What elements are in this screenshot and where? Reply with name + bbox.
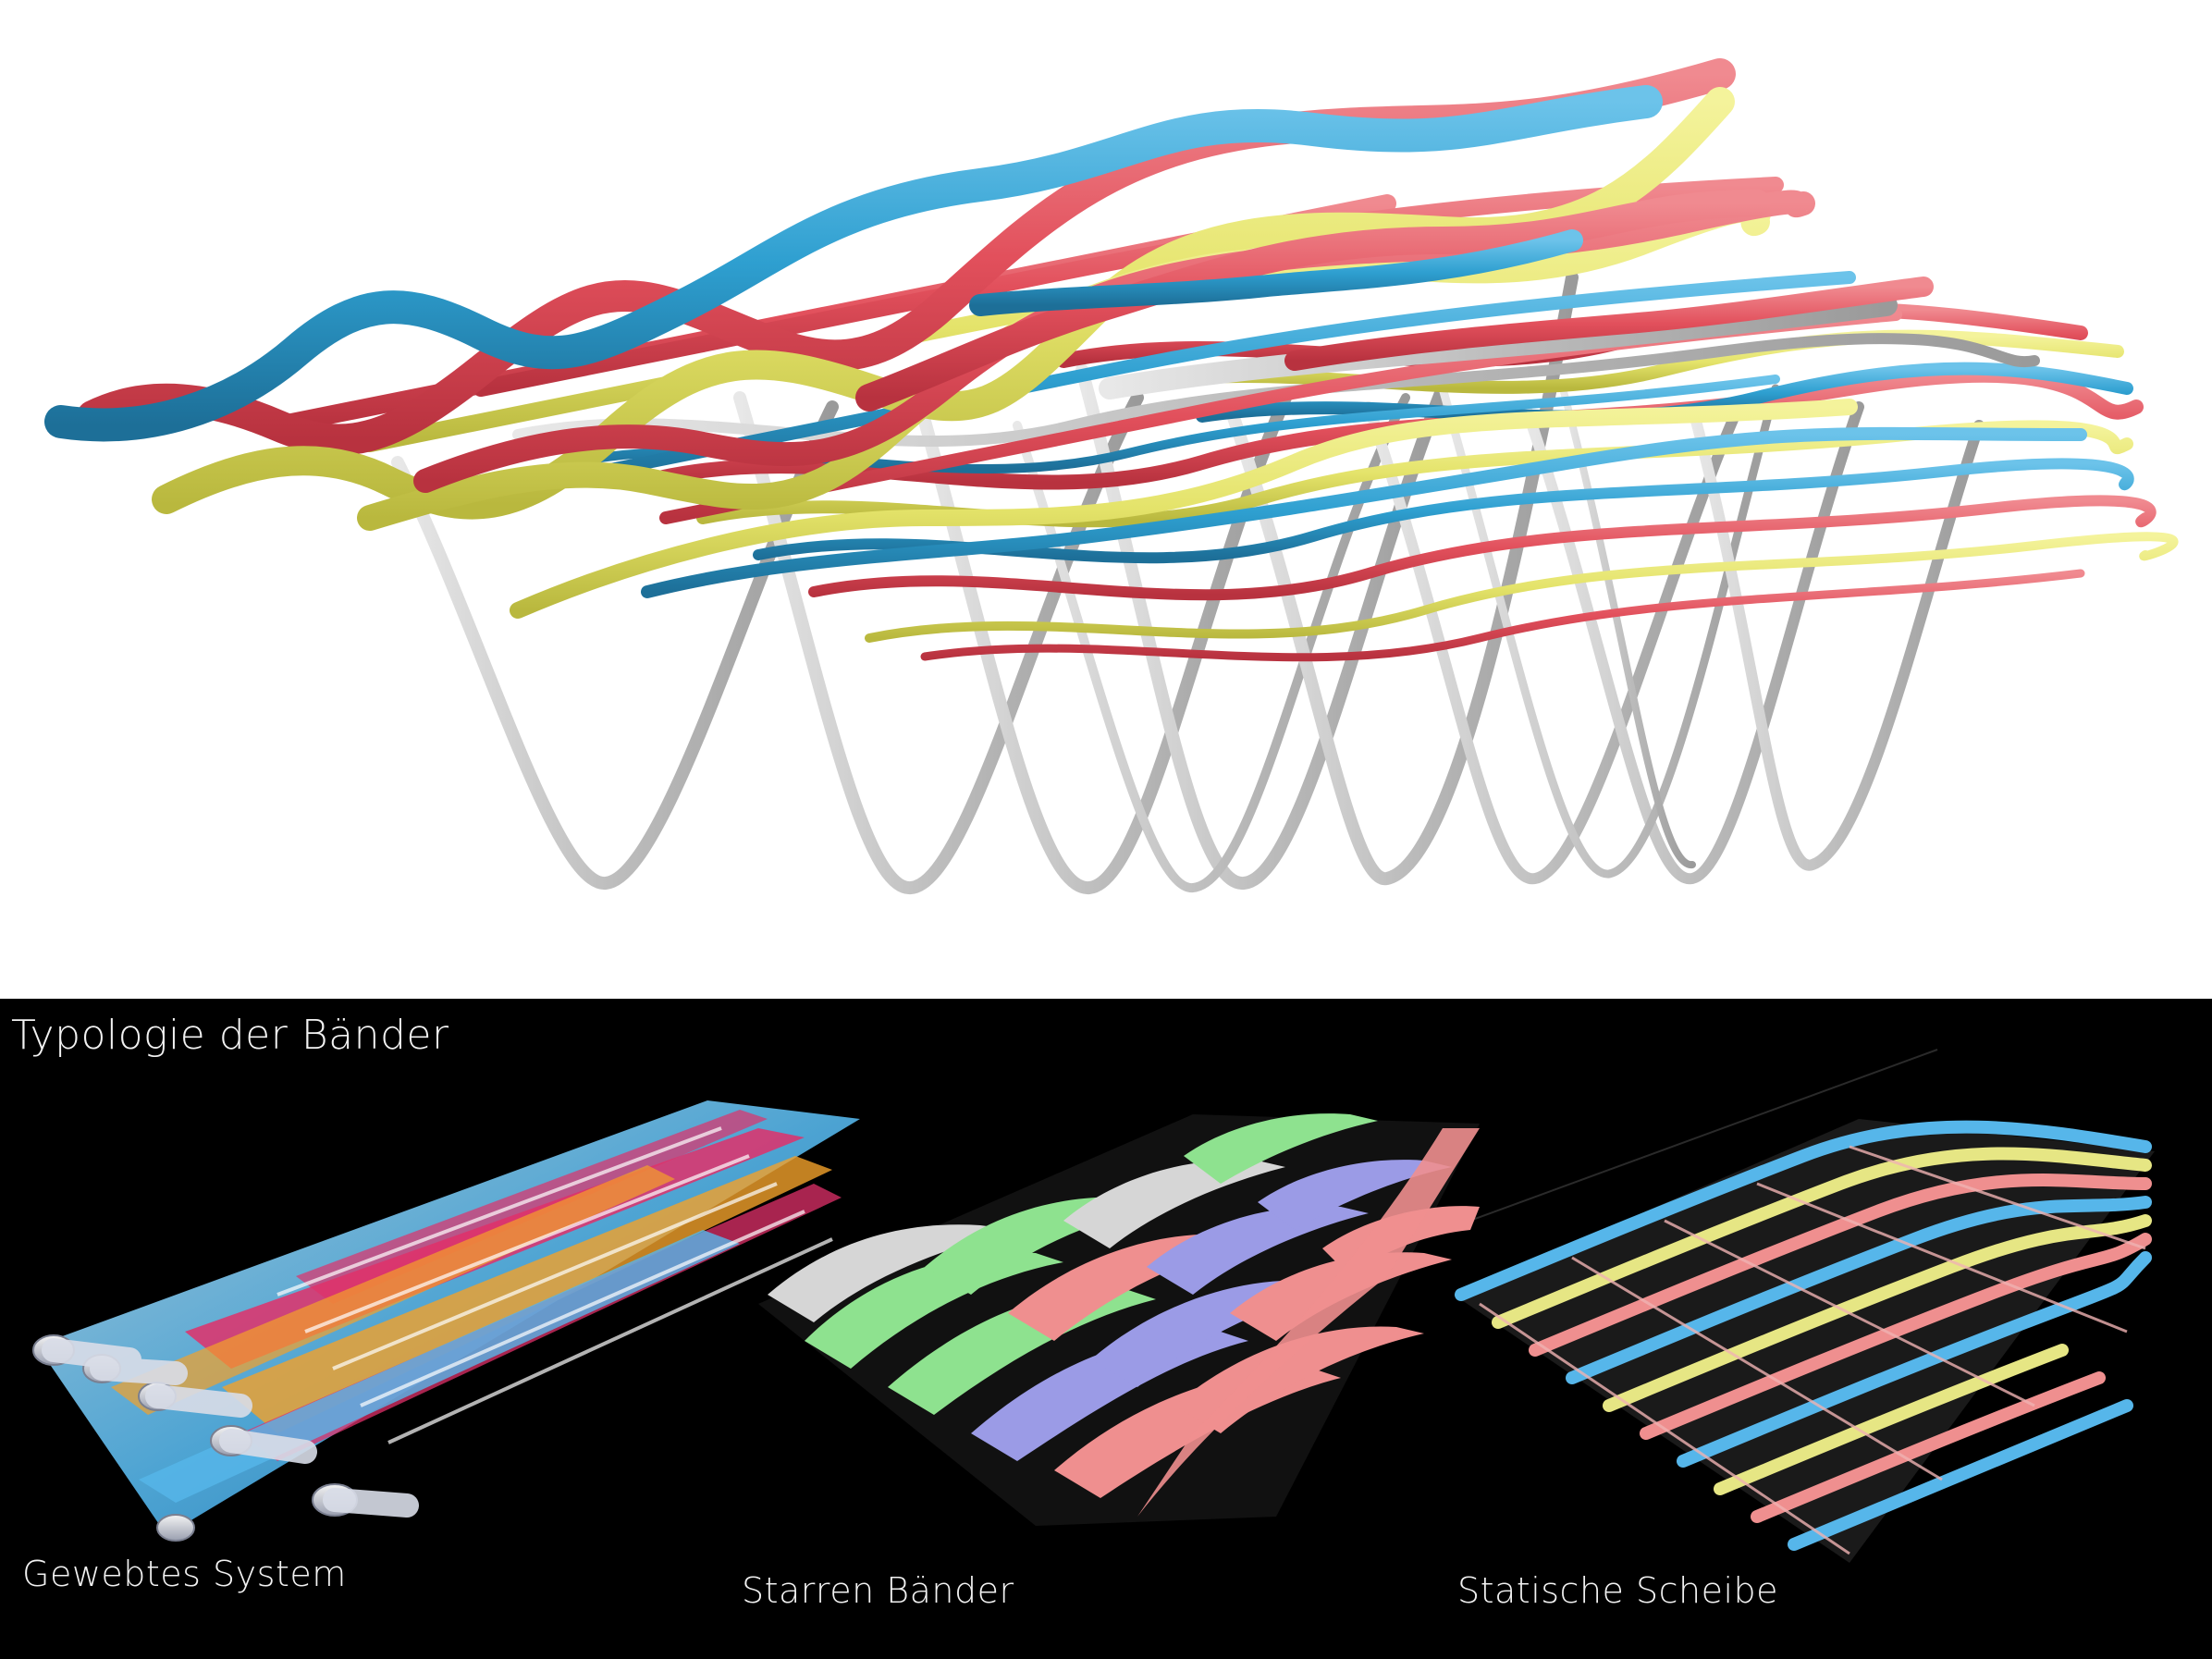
woven-system-model [32, 1100, 860, 1542]
typology-panel: Typologie der Bänder [0, 999, 2212, 1659]
ribbon-layers-front [44, 58, 2087, 619]
rigid-ribbons-model [758, 1113, 1480, 1526]
caption-static-plate: Statische Scheibe [1457, 1570, 1779, 1611]
ribbon-canopy-illustration [44, 58, 2179, 894]
woven-ribbon-structure-render [44, 58, 2179, 894]
caption-rigid-ribbons: Starren Bänder [742, 1570, 1014, 1611]
typology-illustrations [32, 1049, 2155, 1563]
caption-woven-system: Gewebtes System [22, 1554, 347, 1594]
static-plate-model [1454, 1119, 2155, 1563]
section-title: Typologie der Bänder [11, 1012, 449, 1059]
